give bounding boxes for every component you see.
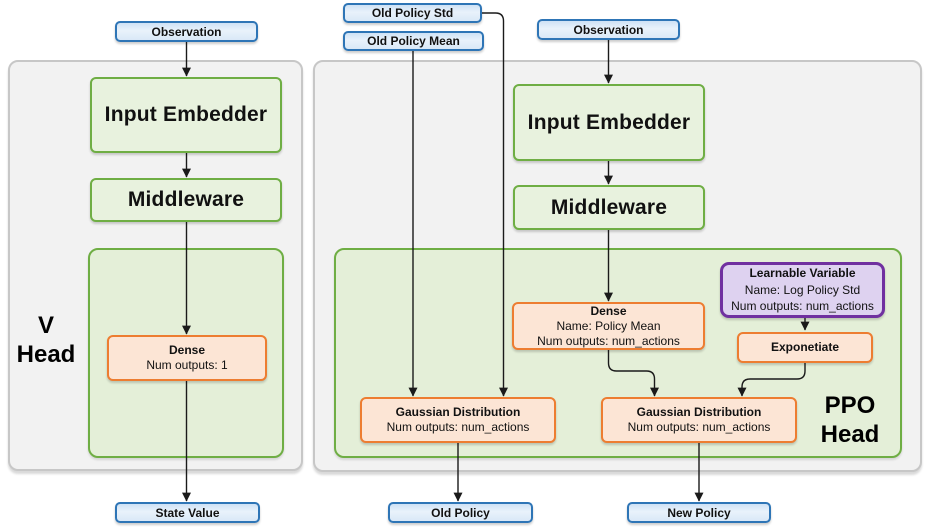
ppo-head-label-line2: Head	[820, 421, 880, 448]
state-value-label: State Value	[155, 505, 220, 520]
middleware-node-left: Middleware	[90, 178, 282, 222]
exponetiate-node: Exponetiate	[737, 332, 873, 363]
old-policy-label: Old Policy	[431, 505, 490, 520]
gaussian-title: Gaussian Distribution	[636, 405, 762, 419]
state-value-node: State Value	[115, 502, 260, 523]
exponetiate-label: Exponetiate	[770, 340, 839, 354]
dense-title: Dense	[590, 303, 627, 318]
observation-label: Observation	[573, 22, 644, 37]
v-head-label-line1: V	[37, 312, 54, 339]
input-embedder-label: Input Embedder	[527, 110, 691, 134]
dense-num-outputs: Num outputs: num_actions	[537, 333, 680, 348]
gaussian-num-outputs: Num outputs: num_actions	[386, 420, 530, 434]
learnable-variable-title: Learnable Variable	[749, 266, 856, 281]
middleware-node-right: Middleware	[513, 185, 705, 230]
observation-node-right: Observation	[537, 19, 680, 40]
old-policy-mean-label: Old Policy Mean	[367, 34, 460, 48]
old-policy-std-node: Old Policy Std	[343, 3, 482, 23]
gaussian-num-outputs: Num outputs: num_actions	[627, 420, 771, 434]
input-embedder-node-left: Input Embedder	[90, 77, 282, 153]
input-embedder-label: Input Embedder	[104, 103, 268, 126]
middleware-label: Middleware	[127, 188, 245, 211]
gaussian-distribution-old-node: Gaussian Distribution Num outputs: num_a…	[360, 397, 556, 443]
learnable-variable-num-outputs: Num outputs: num_actions	[731, 299, 874, 314]
learnable-variable-name: Name: Log Policy Std	[744, 282, 861, 297]
dense-num-outputs: Num outputs: 1	[146, 358, 228, 372]
dense-name: Name: Policy Mean	[556, 318, 661, 333]
input-embedder-node-right: Input Embedder	[513, 84, 705, 161]
learnable-variable-node: Learnable Variable Name: Log Policy Std …	[720, 262, 885, 318]
dense-policy-mean-node: Dense Name: Policy Mean Num outputs: num…	[512, 302, 705, 350]
dense-node-v: Dense Num outputs: 1	[107, 335, 267, 381]
observation-node-left: Observation	[115, 21, 258, 42]
gaussian-distribution-new-node: Gaussian Distribution Num outputs: num_a…	[601, 397, 797, 443]
new-policy-label: New Policy	[667, 505, 731, 520]
new-policy-node: New Policy	[627, 502, 771, 523]
v-head-label: V Head	[8, 311, 84, 369]
v-head-label-line2: Head	[16, 341, 76, 368]
gaussian-title: Gaussian Distribution	[395, 405, 521, 419]
old-policy-std-label: Old Policy Std	[371, 6, 454, 20]
ppo-head-label: PPO Head	[805, 391, 895, 449]
ppo-head-label-line1: PPO	[824, 392, 876, 419]
observation-label: Observation	[151, 24, 222, 39]
middleware-label: Middleware	[550, 195, 668, 219]
old-policy-mean-node: Old Policy Mean	[343, 31, 484, 51]
dense-title: Dense	[168, 343, 206, 357]
old-policy-node: Old Policy	[388, 502, 533, 523]
